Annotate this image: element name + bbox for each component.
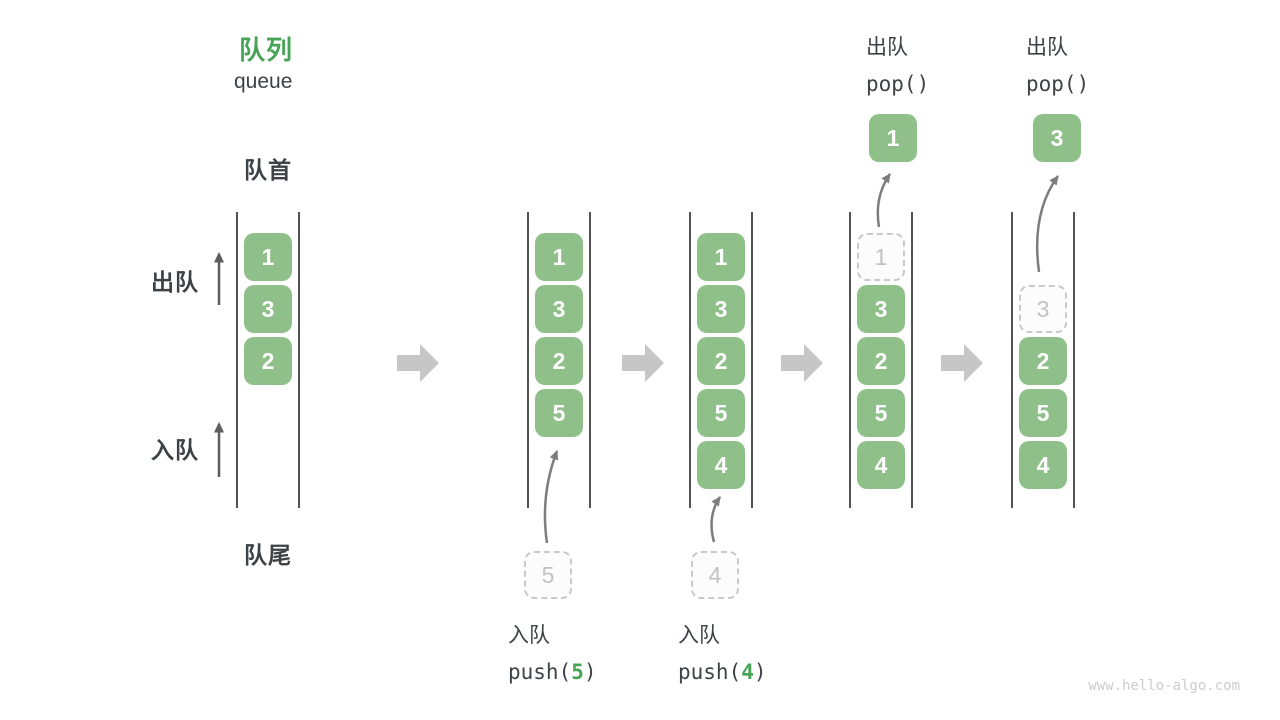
queue-cell: 3 xyxy=(697,285,745,333)
arrow-right-icon xyxy=(397,344,439,382)
push-operation-label: 入队 push(4) xyxy=(678,619,767,684)
diagram-title: 队列 xyxy=(239,35,294,65)
push-arg: 5 xyxy=(571,660,584,684)
pop-curved-arrow-icon xyxy=(876,173,892,228)
push-label-code: push(4) xyxy=(678,660,767,684)
queue-rail xyxy=(298,212,300,508)
queue-rail xyxy=(589,212,591,508)
dequeued-cell-placeholder: 3 xyxy=(1019,285,1067,333)
push-label-code: push(5) xyxy=(508,660,597,684)
queue-cell: 4 xyxy=(857,441,905,489)
queue-rail xyxy=(689,212,691,508)
push-label-zh: 入队 xyxy=(508,624,550,647)
queue-rail xyxy=(1011,212,1013,508)
push-curved-arrow-icon xyxy=(543,450,559,544)
queue-cell: 1 xyxy=(535,233,583,281)
queue-cell: 5 xyxy=(857,389,905,437)
popped-item: 1 xyxy=(869,114,917,162)
queue-rail xyxy=(849,212,851,508)
pop-label-zh: 出队 xyxy=(1026,36,1068,59)
queue-cell: 3 xyxy=(244,285,292,333)
pop-label-zh: 出队 xyxy=(866,36,908,59)
queue-cell: 2 xyxy=(244,337,292,385)
dequeued-cell-placeholder: 1 xyxy=(857,233,905,281)
diagram-subtitle: queue xyxy=(234,70,293,93)
pop-curved-arrow-icon xyxy=(1035,175,1060,273)
dequeue-side-label: 出队 xyxy=(151,269,199,295)
push-label-zh: 入队 xyxy=(678,624,720,647)
pop-operation-label: 出队 pop() xyxy=(866,31,929,96)
queue-cell: 1 xyxy=(697,233,745,281)
pop-operation-label: 出队 pop() xyxy=(1026,31,1089,96)
arrow-right-icon xyxy=(781,344,823,382)
pop-label-code: pop() xyxy=(866,72,930,96)
popped-item: 3 xyxy=(1033,114,1081,162)
queue-cell: 5 xyxy=(535,389,583,437)
queue-rail xyxy=(1073,212,1075,508)
push-curved-arrow-icon xyxy=(710,496,722,543)
watermark: www.hello-algo.com xyxy=(1088,678,1240,694)
arrow-right-icon xyxy=(622,344,664,382)
queue-cell: 1 xyxy=(244,233,292,281)
queue-cell: 4 xyxy=(697,441,745,489)
enqueue-side-label: 入队 xyxy=(151,437,199,463)
queue-rail xyxy=(236,212,238,508)
front-label: 队首 xyxy=(244,157,292,183)
queue-cell: 2 xyxy=(857,337,905,385)
arrow-right-icon xyxy=(941,344,983,382)
pop-label-code: pop() xyxy=(1026,72,1090,96)
queue-cell: 2 xyxy=(535,337,583,385)
rear-label: 队尾 xyxy=(244,542,292,568)
queue-cell: 4 xyxy=(1019,441,1067,489)
queue-cell: 3 xyxy=(857,285,905,333)
queue-cell: 2 xyxy=(1019,337,1067,385)
queue-rail xyxy=(527,212,529,508)
queue-cell: 5 xyxy=(1019,389,1067,437)
queue-cell: 2 xyxy=(697,337,745,385)
queue-cell: 3 xyxy=(535,285,583,333)
incoming-item: 5 xyxy=(524,551,572,599)
push-operation-label: 入队 push(5) xyxy=(508,619,597,684)
queue-cell: 5 xyxy=(697,389,745,437)
push-arg: 4 xyxy=(741,660,754,684)
queue-rail xyxy=(751,212,753,508)
queue-rail xyxy=(911,212,913,508)
incoming-item: 4 xyxy=(691,551,739,599)
